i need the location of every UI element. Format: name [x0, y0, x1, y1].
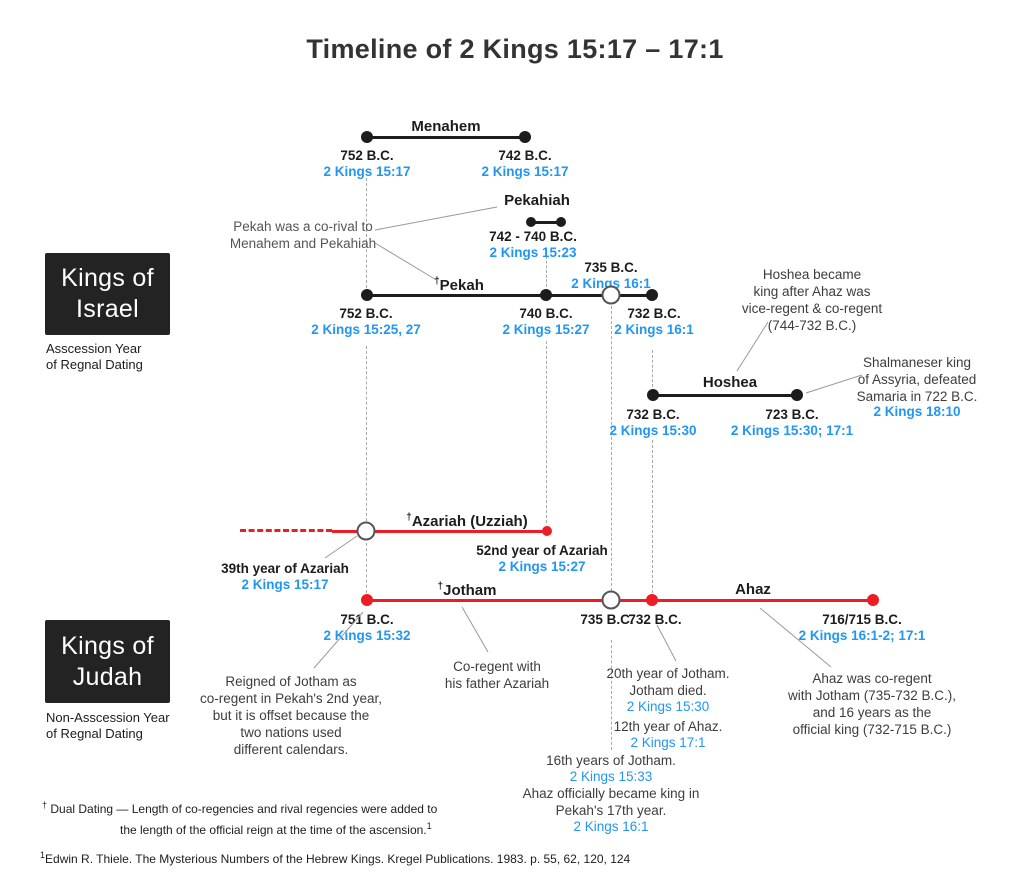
jotham-end-dot [646, 594, 658, 606]
jotham-label: †Jotham [437, 581, 497, 599]
pekah-open-circle [601, 285, 621, 305]
jotham-open-circle [601, 590, 621, 610]
kings-of-israel-box: Kings of Israel [45, 253, 170, 335]
jotham-died-ref1: 2 Kings 15:30 [626, 699, 710, 714]
guide-752 [366, 178, 367, 288]
menahem-line [367, 136, 525, 139]
hoshea-end-date: 723 B.C. [765, 407, 819, 422]
guide-732 [652, 350, 653, 387]
pekahiah-end-dot [556, 217, 566, 227]
pekah-end-ref: 2 Kings 16:1 [614, 322, 694, 337]
hoshea-start-ref: 2 Kings 15:30 [609, 423, 697, 438]
pekah-end-date: 732 B.C. [627, 306, 681, 321]
footnote-citation: 1Edwin R. Thiele. The Mysterious Numbers… [40, 850, 631, 866]
guide-732 [652, 440, 653, 593]
hoshea-start-dot [647, 389, 659, 401]
note-ahaz-coregent: Ahaz was co-regent with Jotham (735-732 … [787, 671, 957, 737]
menahem-label: Menahem [411, 118, 481, 135]
pekahiah-label: Pekahiah [504, 192, 570, 209]
pekah-start-date: 752 B.C. [339, 306, 393, 321]
note-hoshea-king: Hoshea became king after Ahaz was vice-r… [741, 267, 883, 333]
jotham-circle-date: 735 B.C. [580, 612, 634, 627]
azariah-open-circle [356, 521, 376, 541]
pekah-circle-date: 735 B.C. [584, 260, 638, 275]
azariah-start-ref: 2 Kings 15:17 [241, 577, 329, 592]
azariah-end-label: 52nd year of Azariah [476, 543, 608, 558]
guide-752 [366, 543, 367, 593]
page-title: Timeline of 2 Kings 15:17 – 17:1 [306, 34, 724, 64]
pekah-end-dot [646, 289, 658, 301]
jotham-16-ref2: 2 Kings 16:1 [573, 819, 649, 834]
israel-dating-note: Asscession Year of Regnal Dating [46, 341, 143, 372]
note-coregent: Co-regent with his father Azariah [444, 659, 550, 691]
guide-735 [611, 640, 612, 750]
footnote-dual-dating: † Dual Dating — Length of co-regencies a… [42, 800, 438, 837]
pekah-start-ref: 2 Kings 15:25, 27 [311, 322, 421, 337]
kings-of-judah-box: Kings of Judah [45, 620, 170, 703]
pekah-line [367, 294, 652, 297]
note-shalmaneser: Shalmaneser king of Assyria, defeated Sa… [856, 355, 978, 404]
menahem-end-dot [519, 131, 531, 143]
ahaz-end-date: 716/715 B.C. [822, 612, 902, 627]
menahem-end-date: 742 B.C. [498, 148, 552, 163]
azariah-start-label: 39th year of Azariah [221, 561, 349, 576]
jotham-16-ref1: 2 Kings 15:33 [569, 769, 653, 784]
azariah-end-dot [542, 526, 552, 536]
note-jotham-reign: Reigned of Jotham as co-regent in Pekah'… [200, 674, 382, 757]
guide-735 [611, 306, 612, 591]
azariah-line [332, 530, 547, 533]
hoshea-label: Hoshea [702, 374, 758, 391]
hoshea-end-dot [791, 389, 803, 401]
pekah-mid-ref: 2 Kings 15:27 [502, 322, 590, 337]
pekah-mid-date: 740 B.C. [519, 306, 573, 321]
judah-dating-note: Non-Asscession Year of Regnal Dating [46, 710, 170, 741]
guide-740 [546, 341, 547, 523]
hoshea-line [653, 394, 797, 397]
menahem-start-dot [361, 131, 373, 143]
note-jotham-died: 20th year of Jotham. Jotham died. 2 King… [606, 666, 730, 750]
guide-752 [366, 346, 367, 521]
azariah-line-dashed [240, 529, 332, 532]
pekahiah-date: 742 - 740 B.C. [489, 229, 577, 244]
hoshea-start-date: 732 B.C. [626, 407, 680, 422]
pekah-mid-dot [540, 289, 552, 301]
pekahiah-start-dot [526, 217, 536, 227]
note-pekah-rival: Pekah was a co-rival to Menahem and Peka… [229, 219, 377, 251]
ahaz-end-dot [867, 594, 879, 606]
ahaz-label: Ahaz [735, 581, 771, 598]
note-jotham-16: 16th years of Jotham. 2 Kings 15:33 Ahaz… [522, 753, 700, 834]
azariah-end-ref: 2 Kings 15:27 [498, 559, 586, 574]
menahem-start-date: 752 B.C. [340, 148, 394, 163]
shalmaneser-ref: 2 Kings 18:10 [873, 404, 961, 419]
pekah-start-dot [361, 289, 373, 301]
jotham-start-dot [361, 594, 373, 606]
azariah-label: †Azariah (Uzziah) [406, 512, 528, 530]
pekah-label: †Pekah [434, 276, 484, 294]
menahem-start-ref: 2 Kings 15:17 [323, 164, 411, 179]
dagger-symbol: † [42, 800, 48, 810]
guide-740 [546, 256, 547, 287]
jotham-died-ref2: 2 Kings 17:1 [630, 735, 706, 750]
pekahiah-ref: 2 Kings 15:23 [489, 245, 577, 260]
hoshea-end-ref: 2 Kings 15:30; 17:1 [730, 423, 854, 438]
pekahiah-line [531, 221, 561, 224]
pekah-circle-ref: 2 Kings 16:1 [571, 276, 651, 291]
jotham-dot-date: 732 B.C. [628, 612, 682, 627]
ahaz-end-ref: 2 Kings 16:1-2; 17:1 [798, 628, 926, 643]
menahem-end-ref: 2 Kings 15:17 [481, 164, 569, 179]
